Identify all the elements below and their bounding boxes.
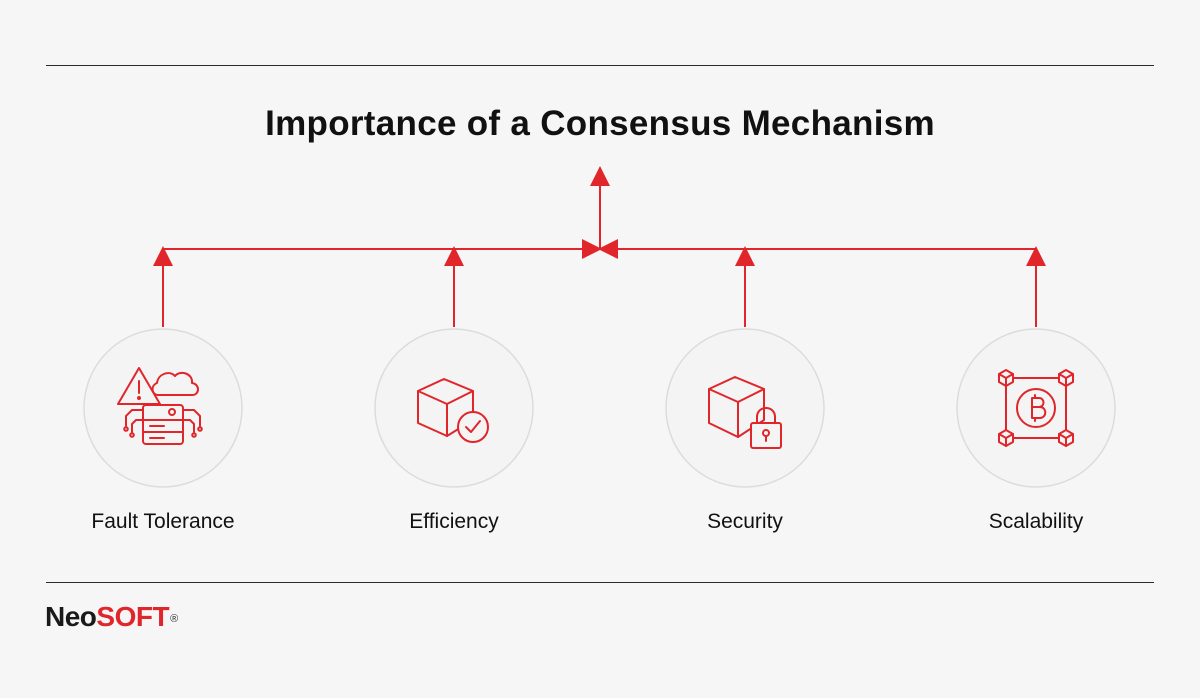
item-circle-fault-tolerance	[83, 328, 243, 488]
top-divider	[46, 65, 1154, 66]
cube-check-icon	[417, 378, 489, 443]
bitcoin-network-icon	[998, 369, 1074, 447]
logo-registered-mark: ®	[170, 613, 178, 625]
page-title: Importance of a Consensus Mechanism	[265, 104, 935, 143]
server-cloud-warning-icon	[117, 367, 203, 445]
item-label-fault-tolerance: Fault Tolerance	[91, 510, 235, 533]
item-label-scalability: Scalability	[988, 510, 1084, 533]
item-circle-efficiency	[374, 328, 534, 488]
logo-soft: SOFT	[96, 601, 170, 632]
item-label-efficiency: Efficiency	[409, 510, 499, 533]
item-circle-security	[665, 328, 825, 488]
item-label-security: Security	[707, 510, 783, 533]
cube-lock-icon	[708, 376, 782, 449]
bottom-divider	[46, 582, 1154, 583]
logo-neo: Neo	[45, 601, 97, 632]
brand-logo: NeoSOFT®	[45, 600, 178, 634]
